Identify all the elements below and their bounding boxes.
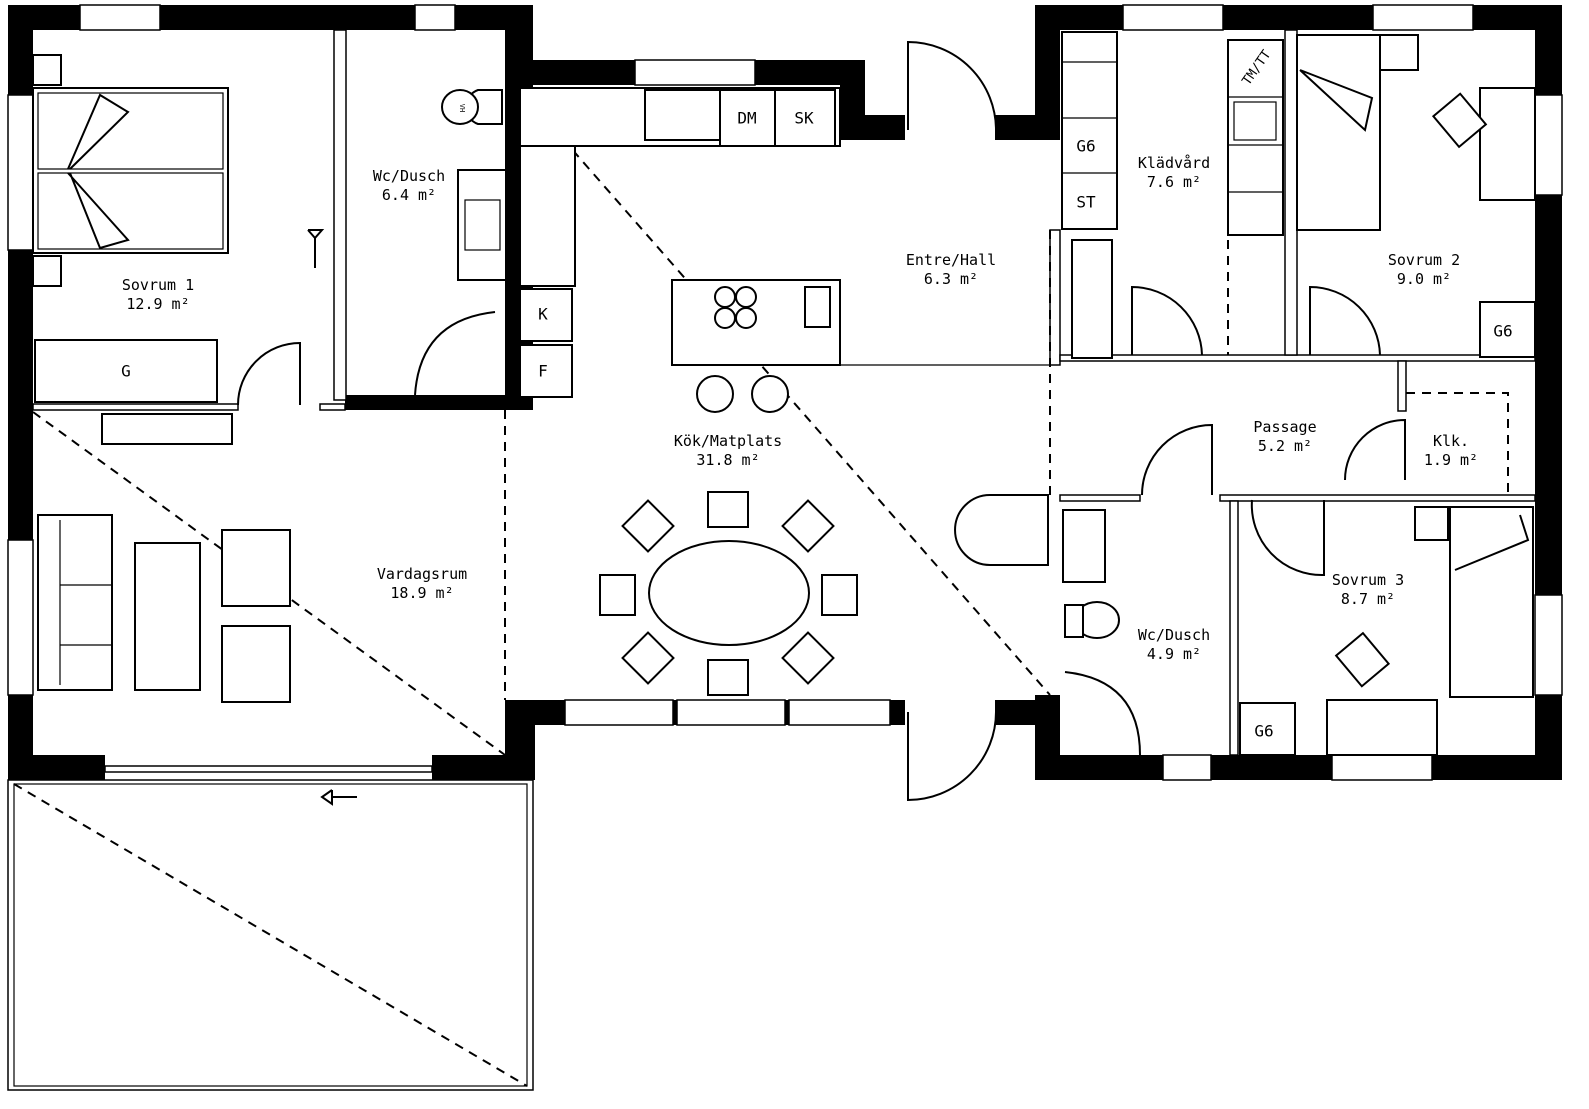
svg-text:9.0 m²: 9.0 m²	[1397, 270, 1451, 288]
cabinet-label: SK	[794, 109, 814, 128]
svg-text:1.9 m²: 1.9 m²	[1424, 451, 1478, 469]
wardrobe	[1239, 702, 1296, 756]
room-sovrum-3: Sovrum 38.7 m²	[1332, 571, 1404, 608]
single-bed	[1296, 34, 1419, 231]
terrace	[7, 779, 534, 1091]
freezer-label: F	[538, 362, 548, 381]
svg-text:Klk.: Klk.	[1433, 432, 1469, 450]
double-bed	[32, 54, 229, 287]
tv-bench	[101, 413, 233, 445]
svg-text:Sovrum 1: Sovrum 1	[122, 276, 194, 294]
svg-text:6.3 m²: 6.3 m²	[924, 270, 978, 288]
armchair	[221, 529, 291, 607]
desk	[1326, 699, 1438, 756]
windows	[7, 4, 1563, 781]
svg-text:Wc/Dusch: Wc/Dusch	[373, 167, 445, 185]
svg-text:18.9 m²: 18.9 m²	[390, 584, 453, 602]
svg-text:4.9 m²: 4.9 m²	[1147, 645, 1201, 663]
svg-text:Sovrum 3: Sovrum 3	[1332, 571, 1404, 589]
room-sovrum-1: Sovrum 112.9 m²	[122, 276, 194, 313]
svg-text:7.6 m²: 7.6 m²	[1147, 173, 1201, 191]
room-klk: Klk.1.9 m²	[1424, 432, 1478, 469]
wc2-fixtures	[954, 494, 1120, 639]
coffee-table	[134, 542, 201, 691]
svg-text:8.7 m²: 8.7 m²	[1341, 590, 1395, 608]
arrow-icon	[307, 229, 357, 806]
chair	[1431, 92, 1488, 149]
desk	[1479, 87, 1536, 201]
svg-text:6.4 m²: 6.4 m²	[382, 186, 436, 204]
svg-text:Entre/Hall: Entre/Hall	[906, 251, 996, 269]
dishwasher-label: DM	[737, 109, 756, 128]
doors	[237, 40, 1406, 802]
svg-text:Wc/Dusch: Wc/Dusch	[1138, 626, 1210, 644]
wardrobe-label: G	[121, 362, 131, 381]
dining-table	[599, 491, 858, 696]
hall-storage-label: ST	[1076, 193, 1096, 212]
sovrum2-wardrobe-label: G6	[1493, 322, 1512, 341]
svg-text:31.8 m²: 31.8 m²	[696, 451, 759, 469]
svg-text:Kök/Matplats: Kök/Matplats	[674, 432, 782, 450]
svg-text:5.2 m²: 5.2 m²	[1258, 437, 1312, 455]
room-sovrum-2: Sovrum 29.0 m²	[1388, 251, 1460, 288]
svg-text:Passage: Passage	[1253, 418, 1316, 436]
interior-walls	[32, 29, 1536, 756]
kitchen-counter	[519, 87, 841, 413]
sovrum3-wardrobe-label: G6	[1254, 722, 1273, 741]
laundry-counter	[1227, 39, 1284, 236]
toilet-mark: VH	[458, 104, 466, 112]
svg-text:Vardagsrum: Vardagsrum	[377, 565, 467, 583]
wc-fixtures	[441, 89, 507, 281]
svg-text:Sovrum 2: Sovrum 2	[1388, 251, 1460, 269]
chair	[1334, 631, 1391, 688]
svg-text:Klädvård: Klädvård	[1138, 154, 1210, 172]
hall-storage	[1061, 31, 1118, 359]
wardrobe	[34, 339, 218, 403]
sofa	[37, 514, 113, 691]
wardrobe	[1479, 301, 1536, 358]
svg-text:12.9 m²: 12.9 m²	[126, 295, 189, 313]
fridge-label: K	[538, 305, 548, 324]
hall-wardrobe-label: G6	[1076, 137, 1095, 156]
armchair	[221, 625, 291, 703]
single-bed	[1414, 506, 1534, 698]
